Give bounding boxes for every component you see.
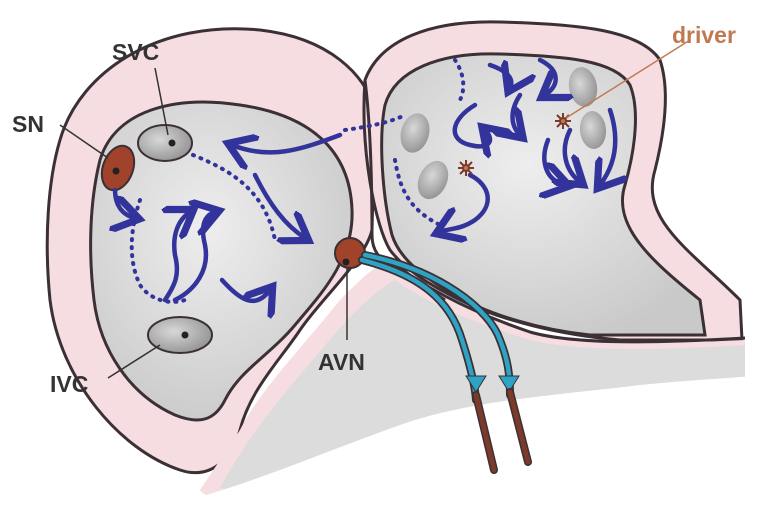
avn-label: AVN bbox=[318, 349, 365, 375]
star-burst-icon bbox=[555, 113, 571, 129]
av-node-dot bbox=[343, 259, 350, 266]
svc-center-dot bbox=[169, 140, 176, 147]
svc-label: SVC bbox=[112, 39, 159, 65]
sinus-node-dot bbox=[113, 168, 120, 175]
ivc-label: IVC bbox=[50, 371, 88, 397]
sn-label: SN bbox=[12, 111, 44, 137]
star-burst-icon bbox=[458, 160, 474, 176]
ivc-center-dot bbox=[182, 332, 189, 339]
driver-label: driver bbox=[672, 22, 736, 48]
ivc-vein-opening bbox=[148, 317, 212, 353]
svc-vein-opening bbox=[138, 125, 192, 161]
